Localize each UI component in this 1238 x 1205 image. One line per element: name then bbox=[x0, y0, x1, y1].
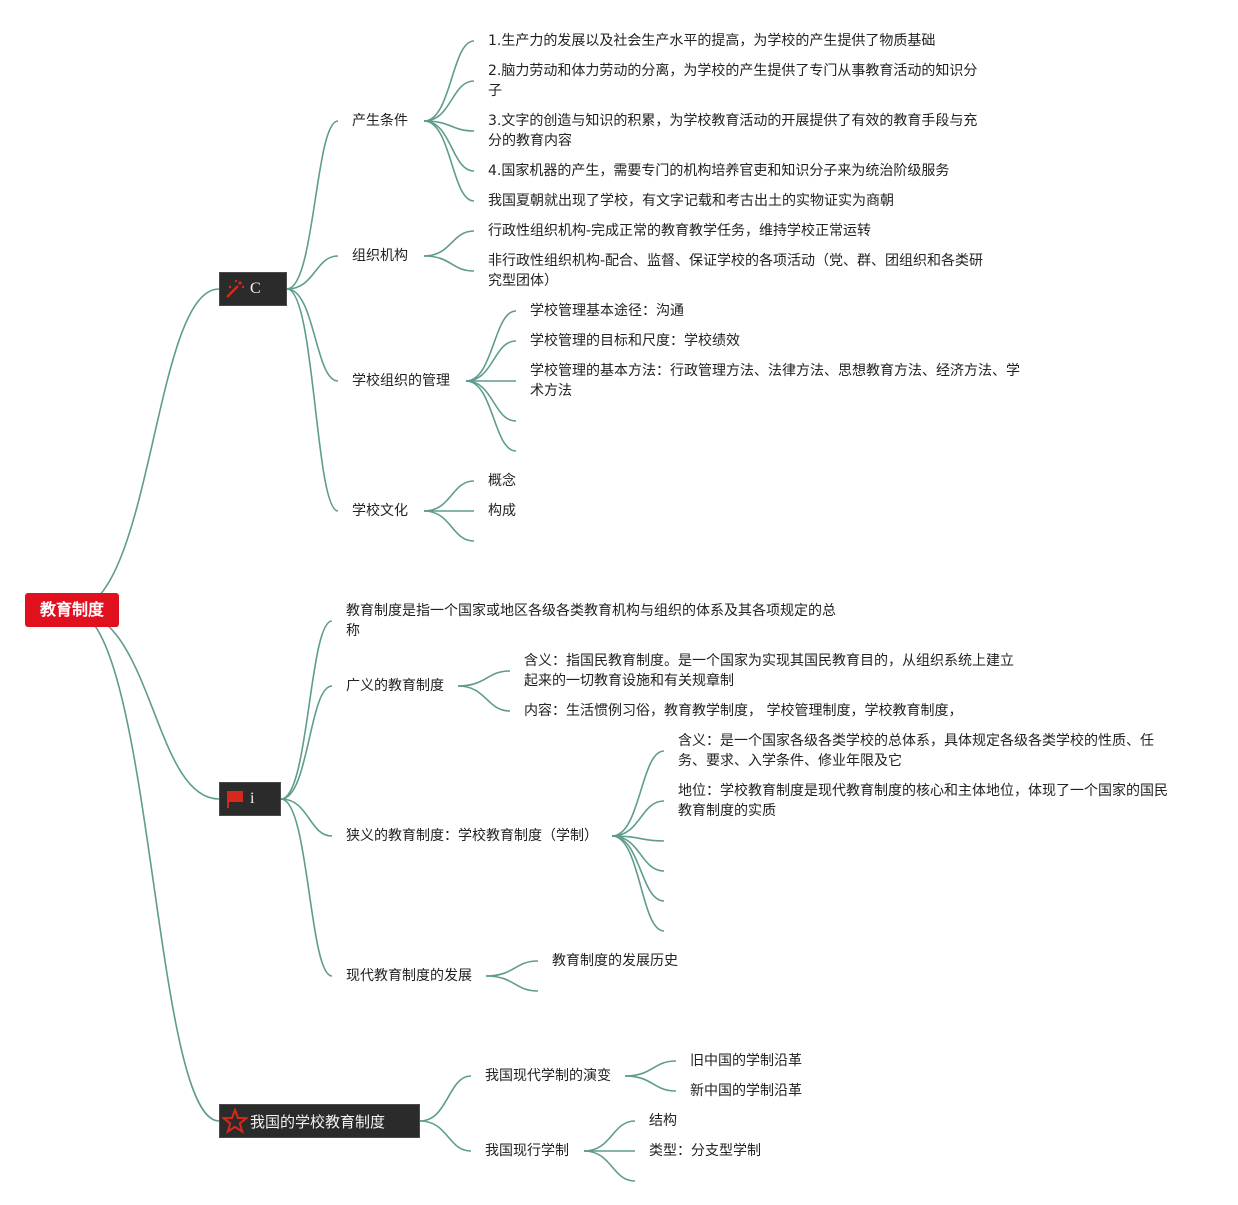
connector-line bbox=[423, 80, 475, 122]
connector-line bbox=[423, 120, 475, 172]
connector-line bbox=[423, 230, 475, 257]
topic-modern[interactable]: 现代教育制度的发展 bbox=[346, 968, 472, 984]
organization-item[interactable]: 非行政性组织机构-配合、监督、保证学校的各项活动（党、群、团组织和各类研究型团体… bbox=[488, 253, 984, 289]
connector-line bbox=[419, 1075, 472, 1122]
connector-line bbox=[423, 480, 475, 512]
connector-line bbox=[611, 800, 665, 837]
connector-line bbox=[485, 975, 539, 992]
topic-current[interactable]: 我国现行学制 bbox=[485, 1143, 569, 1159]
main-node-label: 我国的学校教育制度 bbox=[250, 1112, 386, 1131]
narrow-item[interactable]: 含义：是一个国家各级各类学校的总体系，具体规定各级各类学校的性质、任务、要求、入… bbox=[678, 733, 1154, 769]
topic-narrow[interactable]: 狭义的教育制度：学校教育制度（学制） bbox=[346, 828, 598, 844]
topic-broad[interactable]: 广义的教育制度 bbox=[346, 678, 444, 694]
main-node-china[interactable]: 我国的学校教育制度 bbox=[219, 1104, 420, 1138]
connector-line bbox=[419, 1120, 472, 1152]
main-node-label: C bbox=[250, 280, 261, 297]
condition-item[interactable]: 2.脑力劳动和体力劳动的分离，为学校的产生提供了专门从事教育活动的知识分子 bbox=[488, 63, 978, 99]
topic-management[interactable]: 学校组织的管理 bbox=[352, 373, 450, 389]
connector-line bbox=[583, 1120, 636, 1152]
connector-line bbox=[423, 510, 475, 542]
topic-organization[interactable]: 组织机构 bbox=[352, 248, 408, 264]
main-node-label: i bbox=[250, 790, 255, 807]
root-node[interactable]: 教育制度 bbox=[25, 593, 119, 627]
current-item[interactable]: 类型：分支型学制 bbox=[649, 1143, 761, 1159]
organization-item[interactable]: 行政性组织机构-完成正常的教育教学任务，维持学校正常运转 bbox=[488, 223, 872, 239]
culture-item[interactable]: 概念 bbox=[488, 473, 516, 489]
definition-text[interactable]: 教育制度是指一个国家或地区各级各类教育机构与组织的体系及其各项规定的总称 bbox=[346, 603, 836, 639]
condition-item[interactable]: 我国夏朝就出现了学校，有文字记载和考古出土的实物证实为商朝 bbox=[488, 193, 894, 209]
topic-conditions[interactable]: 产生条件 bbox=[352, 113, 408, 129]
connector-line bbox=[280, 685, 333, 800]
connector-line bbox=[457, 685, 511, 712]
connector-line bbox=[611, 750, 665, 837]
connector-line bbox=[583, 1150, 636, 1182]
magic-wand-icon bbox=[220, 274, 250, 304]
connector-line bbox=[71, 609, 220, 800]
management-item[interactable]: 学校管理的目标和尺度：学校绩效 bbox=[530, 333, 740, 349]
connector-line bbox=[611, 835, 665, 902]
connector-line bbox=[423, 255, 475, 272]
connector-line bbox=[457, 670, 511, 687]
connector-line bbox=[423, 120, 475, 202]
main-node-school[interactable]: C bbox=[219, 272, 287, 306]
current-item[interactable]: 结构 bbox=[649, 1113, 677, 1129]
management-item[interactable]: 学校管理基本途径：沟通 bbox=[530, 303, 684, 319]
connector-line bbox=[280, 620, 333, 800]
connector-line bbox=[286, 120, 339, 290]
connector-line bbox=[286, 255, 339, 290]
main-node-system[interactable]: i bbox=[219, 782, 281, 816]
connector-line bbox=[280, 798, 333, 977]
connector-line bbox=[423, 40, 475, 122]
narrow-item[interactable]: 地位：学校教育制度是现代教育制度的核心和主体地位，体现了一个国家的国民教育制度的… bbox=[678, 783, 1168, 819]
connector-line bbox=[286, 288, 339, 512]
culture-item[interactable]: 构成 bbox=[488, 503, 516, 519]
connector-line bbox=[286, 288, 339, 382]
connector-line bbox=[71, 609, 220, 1122]
connector-line bbox=[624, 1075, 677, 1092]
flag-icon bbox=[220, 784, 250, 814]
evolution-item[interactable]: 新中国的学制沿革 bbox=[690, 1083, 802, 1099]
broad-item[interactable]: 含义：指国民教育制度。是一个国家为实现其国民教育目的，从组织系统上建立起来的一切… bbox=[524, 653, 1014, 689]
star-icon bbox=[220, 1106, 250, 1136]
connector-line bbox=[611, 835, 665, 932]
connector-line bbox=[465, 380, 517, 422]
topic-culture[interactable]: 学校文化 bbox=[352, 503, 408, 519]
connector-line bbox=[624, 1060, 677, 1077]
connector-line bbox=[71, 288, 220, 611]
broad-item[interactable]: 内容：生活惯例习俗，教育教学制度， 学校管理制度，学校教育制度， bbox=[524, 703, 963, 719]
connector-line bbox=[280, 798, 333, 837]
condition-item[interactable]: 4.国家机器的产生，需要专门的机构培养官吏和知识分子来为统治阶级服务 bbox=[488, 163, 950, 179]
connector-line bbox=[465, 310, 517, 382]
management-item[interactable]: 学校管理的基本方法：行政管理方法、法律方法、思想教育方法、经济方法、学术方法 bbox=[530, 363, 1020, 399]
evolution-item[interactable]: 旧中国的学制沿革 bbox=[690, 1053, 802, 1069]
condition-item[interactable]: 3.文字的创造与知识的积累，为学校教育活动的开展提供了有效的教育手段与充分的教育… bbox=[488, 113, 978, 149]
condition-item[interactable]: 1.生产力的发展以及社会生产水平的提高，为学校的产生提供了物质基础 bbox=[488, 33, 936, 49]
connector-line bbox=[465, 380, 517, 452]
connector-line bbox=[485, 960, 539, 977]
modern-item[interactable]: 教育制度的发展历史 bbox=[552, 953, 678, 969]
topic-evolution[interactable]: 我国现代学制的演变 bbox=[485, 1068, 611, 1084]
connector-line bbox=[465, 340, 517, 382]
